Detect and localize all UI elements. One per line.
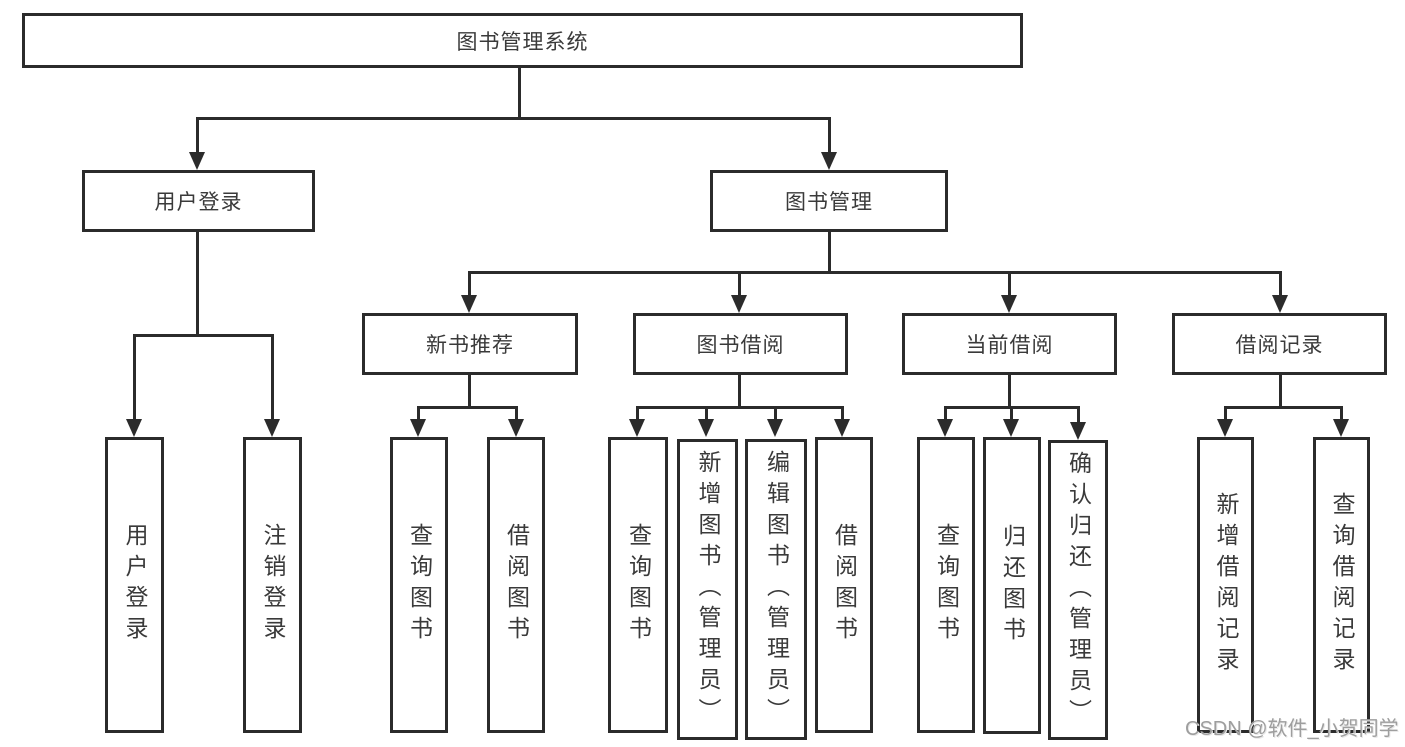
connector-vline: [468, 373, 471, 409]
connector-vline: [468, 271, 471, 297]
node-label: 图书借阅: [696, 334, 785, 357]
node-label: 图书管理系统: [456, 30, 589, 54]
connector-vline: [828, 117, 831, 157]
watermark: CSDN @软件_小贺同学: [1185, 718, 1399, 740]
arrow-down-icon: [834, 419, 850, 437]
node-label: 借阅图书: [831, 523, 858, 647]
node-label: 借阅图书: [503, 523, 530, 647]
node-label: 归还图书: [999, 523, 1026, 648]
node-label: 查询借阅记录: [1329, 492, 1355, 678]
node-label: 注销登录: [260, 523, 286, 647]
leaf-borrow-books-borrowing: 借阅图书: [815, 437, 873, 733]
connector-vline: [1340, 406, 1343, 421]
node-borrowing-records: 借阅记录: [1172, 313, 1387, 375]
connector-vline: [841, 406, 844, 421]
leaf-add-borrow-record: 新增借阅记录: [1197, 437, 1254, 733]
connector-vline: [515, 406, 518, 421]
leaf-borrow-books-recommend: 借阅图书: [487, 437, 545, 733]
leaf-confirm-return-admin: 确认归还（管理员）: [1048, 440, 1108, 740]
node-label: 查询图书: [933, 523, 960, 647]
connector-vline: [417, 406, 420, 421]
arrow-down-icon: [1272, 295, 1288, 313]
node-book-management: 图书管理: [710, 170, 948, 232]
connector-vline: [518, 66, 521, 120]
leaf-return-books: 归还图书: [983, 437, 1041, 734]
node-label: 确认归还（管理员）: [1065, 450, 1092, 730]
connector-vline: [196, 117, 199, 157]
connector-vline: [705, 406, 708, 421]
connector-vline: [636, 406, 639, 421]
connector-vline: [1279, 271, 1282, 297]
arrow-down-icon: [461, 295, 477, 313]
node-label: 当前借阅: [965, 334, 1054, 357]
connector-vline: [1010, 406, 1013, 421]
leaf-edit-books-admin: 编辑图书（管理员）: [745, 439, 807, 740]
arrow-down-icon: [731, 295, 747, 313]
node-new-book-recommendation: 新书推荐: [362, 313, 578, 375]
arrow-down-icon: [821, 152, 837, 170]
connector-vline: [1279, 373, 1282, 409]
arrow-down-icon: [126, 419, 142, 437]
node-label: 查询图书: [625, 523, 652, 647]
arrow-down-icon: [629, 419, 645, 437]
arrow-down-icon: [1070, 422, 1086, 440]
node-book-management-system: 图书管理系统: [22, 13, 1023, 68]
leaf-add-books-admin: 新增图书（管理员）: [677, 439, 738, 740]
arrow-down-icon: [410, 419, 426, 437]
leaf-query-books-borrowing: 查询图书: [608, 437, 668, 733]
arrow-down-icon: [767, 419, 783, 437]
connector-hline: [468, 271, 1282, 274]
connector-vline: [196, 230, 199, 337]
arrow-down-icon: [698, 419, 714, 437]
node-label: 查询图书: [406, 523, 433, 647]
node-label: 借阅记录: [1235, 334, 1324, 357]
connector-hline: [417, 406, 518, 409]
connector-hline: [133, 334, 274, 337]
node-label: 新增借阅记录: [1213, 492, 1239, 678]
connector-vline: [1008, 271, 1011, 297]
node-current-borrowing: 当前借阅: [902, 313, 1117, 375]
arrow-down-icon: [1001, 295, 1017, 313]
connector-vline: [271, 334, 274, 421]
node-book-borrowing: 图书借阅: [633, 313, 848, 375]
node-user-login: 用户登录: [82, 170, 315, 232]
leaf-user-login: 用户登录: [105, 437, 164, 733]
arrow-down-icon: [189, 152, 205, 170]
connector-vline: [828, 230, 831, 274]
node-label: 用户登录: [122, 523, 148, 647]
arrow-down-icon: [508, 419, 524, 437]
connector-vline: [944, 406, 947, 421]
node-label: 用户登录: [154, 191, 243, 214]
connector-hline: [197, 117, 831, 120]
connector-vline: [133, 334, 136, 421]
connector-vline: [1224, 406, 1227, 421]
leaf-logout: 注销登录: [243, 437, 302, 733]
arrow-down-icon: [1003, 419, 1019, 437]
leaf-query-borrow-record: 查询借阅记录: [1313, 437, 1370, 733]
connector-hline: [636, 406, 844, 409]
node-label: 图书管理: [785, 191, 873, 214]
connector-hline: [1224, 406, 1343, 409]
arrow-down-icon: [937, 419, 953, 437]
connector-vline: [738, 373, 741, 409]
node-label: 新增图书（管理员）: [695, 450, 721, 729]
arrow-down-icon: [1333, 419, 1349, 437]
connector-vline: [1077, 406, 1080, 423]
node-label: 新书推荐: [426, 334, 514, 357]
connector-vline: [774, 406, 777, 421]
arrow-down-icon: [1217, 419, 1233, 437]
leaf-query-books-current: 查询图书: [917, 437, 975, 733]
leaf-query-books-recommend: 查询图书: [390, 437, 448, 733]
node-label: 编辑图书（管理员）: [763, 450, 790, 729]
arrow-down-icon: [264, 419, 280, 437]
connector-vline: [1008, 373, 1011, 409]
connector-vline: [738, 271, 741, 297]
